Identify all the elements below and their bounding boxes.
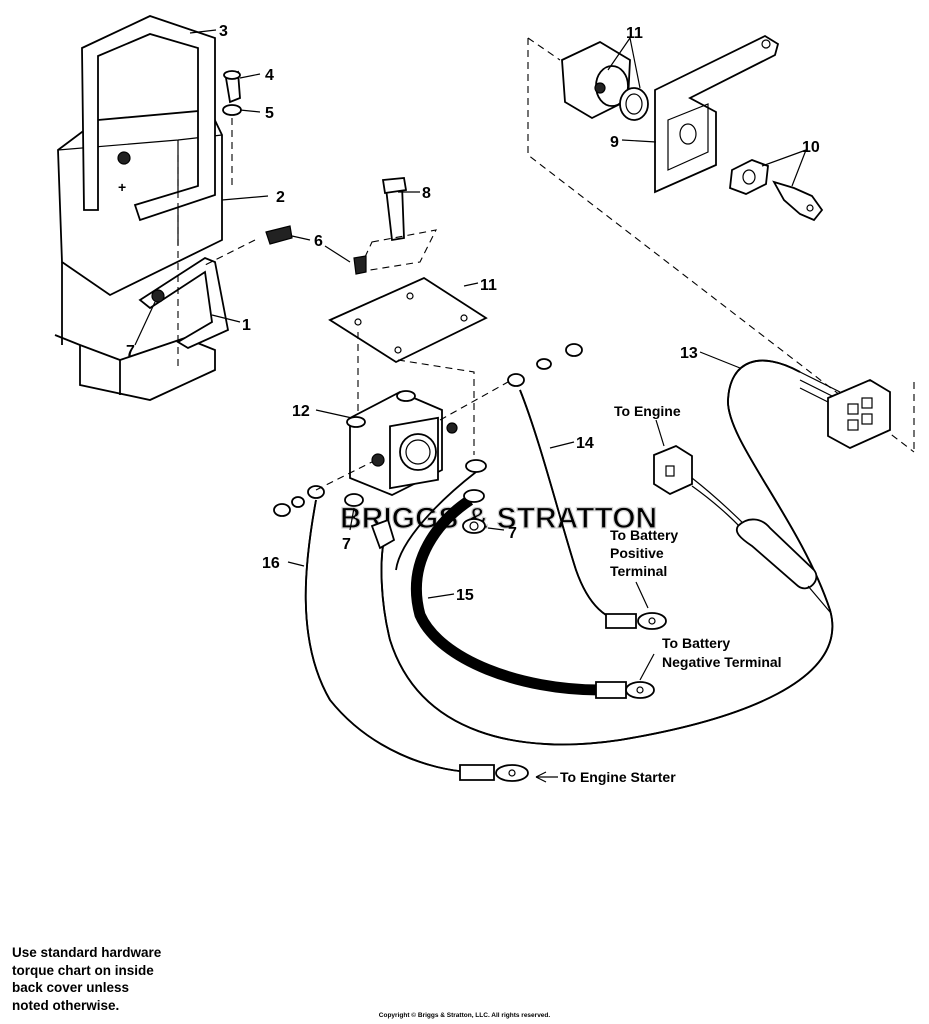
label-battery-positive-2: Positive xyxy=(610,545,664,561)
label-to-engine: To Engine xyxy=(614,403,681,419)
callout-3: 3 xyxy=(219,23,228,40)
callout-10: 10 xyxy=(802,139,820,156)
watermark-text: BRIGGS & STRATTON xyxy=(340,502,657,535)
harness-leaders xyxy=(287,351,741,783)
mounting-plate xyxy=(328,276,488,364)
inline-fuse xyxy=(735,518,818,590)
callout-numbers: 1 2 3 4 5 6 7 7 7 8 9 10 11 11 12 13 14 … xyxy=(126,23,820,604)
wiring xyxy=(273,343,891,782)
note-line: torque chart on inside xyxy=(12,962,154,978)
callout-11-plate: 11 xyxy=(480,277,497,294)
ignition-bracket xyxy=(654,34,780,194)
svg-text:+: + xyxy=(118,179,126,195)
harness-connector xyxy=(827,378,891,450)
callout-11-switch: 11 xyxy=(626,25,643,42)
label-battery-negative-2: Negative Terminal xyxy=(662,654,782,670)
battery-tray xyxy=(54,334,216,401)
torque-note: Use standard hardware torque chart on in… xyxy=(12,944,212,1014)
note-line: back cover unless xyxy=(12,980,130,995)
cable-15 xyxy=(410,495,601,696)
label-battery-positive-3: Terminal xyxy=(610,563,667,579)
callout-9: 9 xyxy=(610,134,619,151)
solenoid-leaders xyxy=(315,191,505,531)
callout-5: 5 xyxy=(265,105,274,122)
callout-6: 6 xyxy=(314,233,323,250)
callout-7-battery: 7 xyxy=(126,343,135,360)
ignition-key xyxy=(772,180,824,222)
callout-7-right: 7 xyxy=(508,525,517,542)
battery xyxy=(57,109,223,297)
label-engine-starter: To Engine Starter xyxy=(560,769,676,785)
callout-4: 4 xyxy=(265,67,274,84)
callout-7-solenoid: 7 xyxy=(342,536,351,553)
engine-connector xyxy=(653,444,693,496)
callout-14: 14 xyxy=(576,435,594,452)
ignition-assembly xyxy=(527,34,915,453)
note-line: noted otherwise. xyxy=(12,997,120,1013)
callout-2: 2 xyxy=(276,189,285,206)
note-line: Use standard hardware xyxy=(12,945,162,960)
callout-12: 12 xyxy=(292,403,310,420)
label-battery-positive-1: To Battery xyxy=(610,527,678,543)
copyright-text: Copyright © Briggs & Stratton, LLC. All … xyxy=(378,1012,551,1019)
callout-15: 15 xyxy=(456,587,474,604)
label-battery-negative-1: To Battery xyxy=(662,635,730,651)
callout-16: 16 xyxy=(262,555,280,572)
callout-13: 13 xyxy=(680,345,698,362)
battery-assembly: + xyxy=(54,15,293,401)
ignition-nut xyxy=(729,159,769,195)
ignition-leaders xyxy=(607,37,807,187)
battery-leaders xyxy=(134,29,311,346)
callout-8: 8 xyxy=(422,185,431,202)
callout-1: 1 xyxy=(242,317,251,334)
connection-labels: To Engine To Battery Positive Terminal T… xyxy=(560,403,782,785)
solenoid-assembly xyxy=(328,177,488,534)
battery-strap xyxy=(81,15,216,222)
